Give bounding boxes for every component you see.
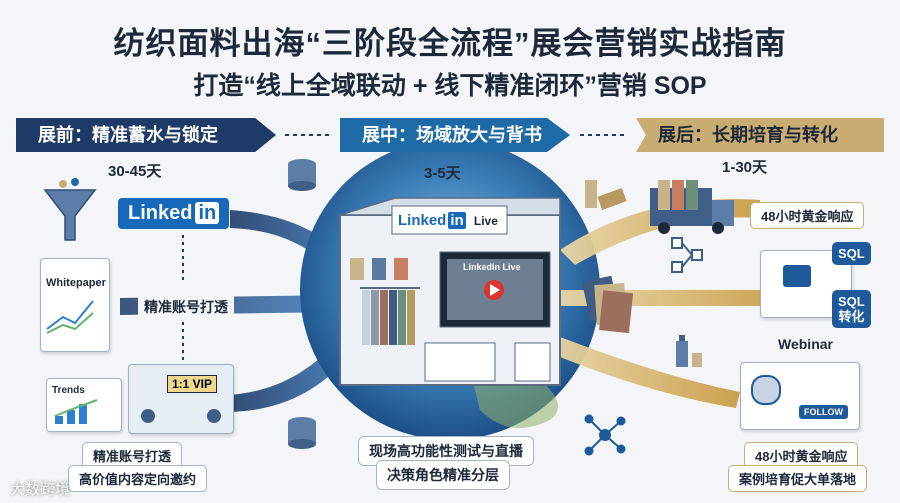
- whitepaper-title: Whitepaper: [46, 277, 106, 289]
- booth-sign-in: in: [448, 212, 466, 229]
- person-icon: [141, 409, 155, 423]
- delivery-truck-icon: [650, 180, 734, 234]
- watermark: 大数跨境: [10, 481, 71, 498]
- post-bottom-label-1: 48小时黄金响应: [744, 442, 859, 469]
- bottle-icon: [676, 335, 702, 367]
- workflow-icon: [671, 237, 703, 273]
- webinar-label: Webinar: [778, 336, 833, 352]
- live-screen-label: LinkedIn Live: [463, 262, 521, 272]
- database-icon-bottom: [288, 417, 316, 449]
- booth-sign-live: Live: [473, 214, 498, 228]
- sql-badge: SQL: [832, 242, 871, 265]
- whitepaper-document: Whitepaper: [40, 258, 110, 352]
- sql-conversion-badge: SQL 转化: [832, 290, 871, 328]
- person-icon: [207, 409, 221, 423]
- flow-arrow-right-mid: [560, 280, 795, 316]
- flow-arrow-left-top: [230, 210, 360, 285]
- follow-button[interactable]: FOLLOW: [799, 405, 848, 419]
- post-response-top: 48小时黄金响应: [750, 202, 865, 229]
- phase-pre-duration: 30-45天: [108, 163, 162, 180]
- page-subtitle: 打造“线上全域联动 + 线下精准闭环”营销 SOP: [193, 72, 707, 100]
- vip-badge: 1:1 VIP: [167, 375, 218, 393]
- phase-pre-banner: 展前：精准蓄水与锁定: [16, 118, 276, 152]
- exhibition-booth: [339, 197, 561, 386]
- avatar: [751, 375, 781, 405]
- network-icon: [584, 414, 626, 456]
- phase-mid-banner: 展中：场域放大与背书: [340, 118, 570, 152]
- database-icon-top: [288, 159, 316, 191]
- pre-bottom-label-2: 高价值内容定向邀约: [68, 465, 208, 492]
- fabric-roll-icon: [585, 180, 627, 211]
- fabric-swatch-icon: [582, 275, 634, 334]
- funnel-icon: [43, 178, 97, 241]
- chart-icon: [46, 300, 94, 334]
- pre-bottom-label-1: 精准账号打透: [82, 442, 183, 469]
- phase-post-banner: 展后：长期培育与转化: [636, 118, 884, 152]
- page-title: 纺织面料出海“三阶段全流程”展会营销实战指南: [113, 26, 787, 61]
- flow-arrow-left-bottom: [230, 330, 360, 412]
- pre-strip-label: 精准账号打透: [138, 295, 234, 319]
- booth-sign-linkedin: Linked: [398, 212, 447, 229]
- bar-chart-icon: [54, 399, 98, 424]
- trends-title: Trends: [52, 385, 85, 396]
- post-bottom-label-2: 案例培育促大单落地: [728, 465, 868, 492]
- flow-arrow-right-bottom: [548, 335, 740, 408]
- linkedin-logo-text: Linked: [128, 202, 193, 224]
- trends-card: Trends: [46, 378, 122, 432]
- mid-bottom-label-2: 决策角色精准分层: [376, 460, 510, 490]
- phase-post-duration: 1-30天: [722, 159, 768, 176]
- fabric-rack: [360, 287, 420, 345]
- profile-card: FOLLOW: [740, 362, 860, 430]
- linkedin-logo-in: in: [195, 202, 220, 224]
- phase-mid-duration: 3-5天: [424, 165, 461, 182]
- play-icon: [783, 265, 811, 287]
- vip-meeting-card: 1:1 VIP: [128, 364, 234, 434]
